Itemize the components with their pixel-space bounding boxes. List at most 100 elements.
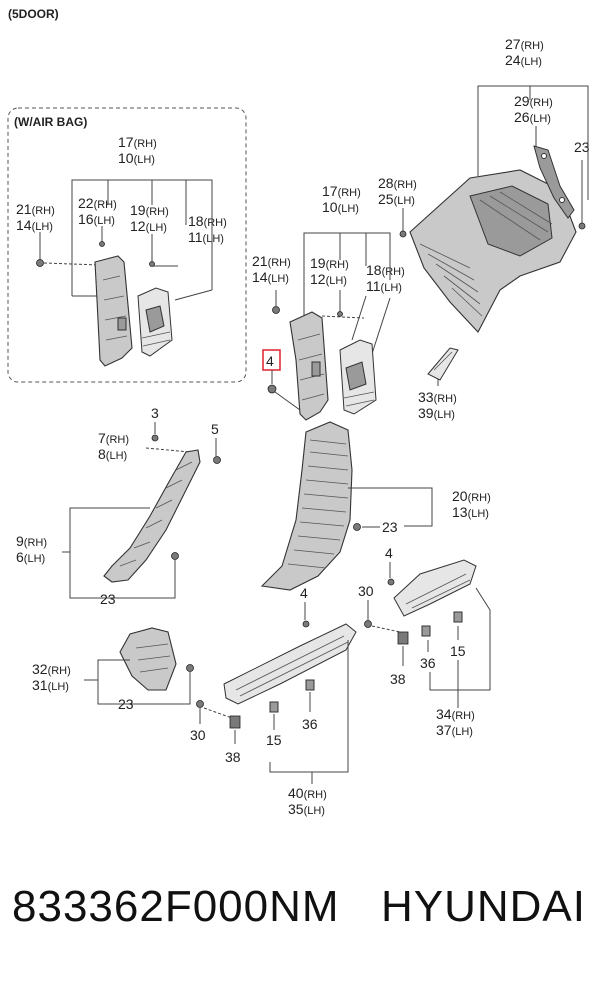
label-4-c: 4 (300, 585, 308, 601)
svg-text:14(LH): 14(LH) (16, 217, 53, 233)
clip-36-a-icon (305, 679, 315, 691)
screw-3-icon (151, 434, 159, 442)
bolt-19-12-icon (337, 311, 343, 317)
label-3: 3 (151, 405, 159, 421)
svg-text:18(RH): 18(RH) (188, 213, 227, 229)
lower-pillar-trim (260, 421, 353, 591)
clip-23-c-icon (186, 664, 194, 672)
callout-20-13: 20(RH) 13(LH) (452, 488, 491, 520)
callout-40-35: 40(RH) 35(LH) (288, 785, 327, 817)
clip-23-b-icon (353, 523, 361, 531)
svg-text:6(LH): 6(LH) (16, 549, 45, 565)
svg-text:12(LH): 12(LH) (310, 271, 347, 287)
svg-text:12(LH): 12(LH) (130, 218, 167, 234)
front-scuff-plate (223, 623, 357, 705)
clip-5-icon (213, 456, 221, 464)
callout-18-11: 18(RH) 11(LH) (366, 262, 405, 294)
callout-19-12-inset: 19(RH) 12(LH) (130, 202, 169, 234)
airbag-inset-box (7, 107, 247, 383)
top-right-leader-lines (402, 85, 589, 232)
label-23-top: 23 (574, 139, 590, 155)
svg-text:22(RH): 22(RH) (78, 195, 117, 211)
label-30-b: 30 (358, 583, 374, 599)
svg-text:17(RH): 17(RH) (322, 183, 361, 199)
svg-text:26(LH): 26(LH) (514, 109, 551, 125)
inset-airbag-cover (137, 287, 173, 357)
svg-text:19(RH): 19(RH) (310, 255, 349, 271)
clip-28-25-icon (399, 230, 407, 238)
callout-19-12: 19(RH) 12(LH) (310, 255, 349, 287)
callout-7-8: 7(RH) 8(LH) (98, 430, 129, 462)
svg-text:11(LH): 11(LH) (366, 278, 402, 294)
svg-text:25(LH): 25(LH) (378, 191, 415, 207)
label-23-c: 23 (118, 696, 134, 712)
inset-clip-icon (36, 259, 44, 267)
svg-text:13(LH): 13(LH) (452, 504, 489, 520)
rear-trim-bracket (533, 145, 575, 219)
svg-text:21(RH): 21(RH) (16, 201, 55, 217)
svg-text:18(RH): 18(RH) (366, 262, 405, 278)
svg-text:39(LH): 39(LH) (418, 405, 455, 421)
label-4-highlighted: 4 (266, 353, 274, 369)
inset-title: (W/AIR BAG) (14, 115, 87, 129)
svg-text:28(RH): 28(RH) (378, 175, 417, 191)
callout-32-31: 32(RH) 31(LH) (32, 661, 71, 693)
svg-text:11(LH): 11(LH) (188, 229, 224, 245)
svg-text:17(RH): 17(RH) (118, 134, 157, 150)
screw-30-b-icon (364, 620, 372, 628)
svg-text:29(RH): 29(RH) (514, 93, 553, 109)
svg-text:21(RH): 21(RH) (252, 253, 291, 269)
callout-17-10: 17(RH) 10(LH) (322, 183, 361, 215)
svg-text:10(LH): 10(LH) (322, 199, 359, 215)
leader-34-37 (429, 587, 491, 691)
callout-27-24: 27(RH) 24(LH) (505, 36, 544, 68)
footer: 833362F000NM HYUNDAI (0, 882, 600, 952)
svg-text:40(RH): 40(RH) (288, 785, 327, 801)
callout-33-39: 33(RH) 39(LH) (418, 389, 457, 421)
kick-panel-trim (119, 627, 177, 691)
clip-4-highlighted-icon (267, 384, 277, 394)
clip-38-a-icon (229, 715, 241, 729)
brand-name: HYUNDAI (380, 882, 586, 931)
center-leader-lines (274, 232, 391, 411)
parts-diagram: (5DOOR) (W/AIR BAG) 17(RH) 10(LH) 22(RH)… (7, 7, 590, 817)
svg-text:33(RH): 33(RH) (418, 389, 457, 405)
svg-text:16(LH): 16(LH) (78, 211, 115, 227)
svg-text:27(RH): 27(RH) (505, 36, 544, 52)
rear-scuff-plate (393, 559, 477, 617)
inset-leader-lines (39, 179, 213, 301)
svg-text:35(LH): 35(LH) (288, 801, 325, 817)
svg-text:31(LH): 31(LH) (32, 677, 69, 693)
b-pillar-airbag-cover (339, 339, 377, 415)
label-15-a: 15 (266, 732, 282, 748)
callout-21-14-inset: 21(RH) 14(LH) (16, 201, 55, 233)
leader-20-13 (348, 487, 433, 527)
label-38-b: 38 (390, 671, 406, 687)
svg-text:24(LH): 24(LH) (505, 52, 542, 68)
callout-34-37: 34(RH) 37(LH) (436, 706, 475, 738)
svg-text:34(RH): 34(RH) (436, 706, 475, 722)
svg-text:8(LH): 8(LH) (98, 446, 127, 462)
label-4-b: 4 (385, 545, 393, 561)
label-36-a: 36 (302, 716, 318, 732)
clip-15-a-icon (269, 701, 279, 713)
label-5: 5 (211, 421, 219, 437)
callout-21-14: 21(RH) 14(LH) (252, 253, 291, 285)
callout-9-6: 9(RH) 6(LH) (16, 533, 47, 565)
rear-quarter-trim (409, 169, 577, 333)
clip-4-c-icon (302, 620, 310, 628)
inset-screw-icon (99, 241, 105, 247)
header-label: (5DOOR) (8, 7, 59, 21)
clip-4-b-icon (387, 578, 395, 586)
callout-22-16: 22(RH) 16(LH) (78, 195, 117, 227)
leader-32-31 (97, 659, 191, 705)
a-pillar-trim (103, 449, 201, 583)
part-number: 833362F000NM (12, 882, 340, 931)
svg-text:7(RH): 7(RH) (98, 430, 129, 446)
leader-40-35 (269, 640, 349, 773)
callout-17-10-inset: 17(RH) 10(LH) (118, 134, 157, 166)
clip-21-14-icon (272, 306, 280, 314)
label-23-a: 23 (100, 591, 116, 607)
a-pillar-leader-lines (62, 507, 176, 599)
svg-text:14(LH): 14(LH) (252, 269, 289, 285)
